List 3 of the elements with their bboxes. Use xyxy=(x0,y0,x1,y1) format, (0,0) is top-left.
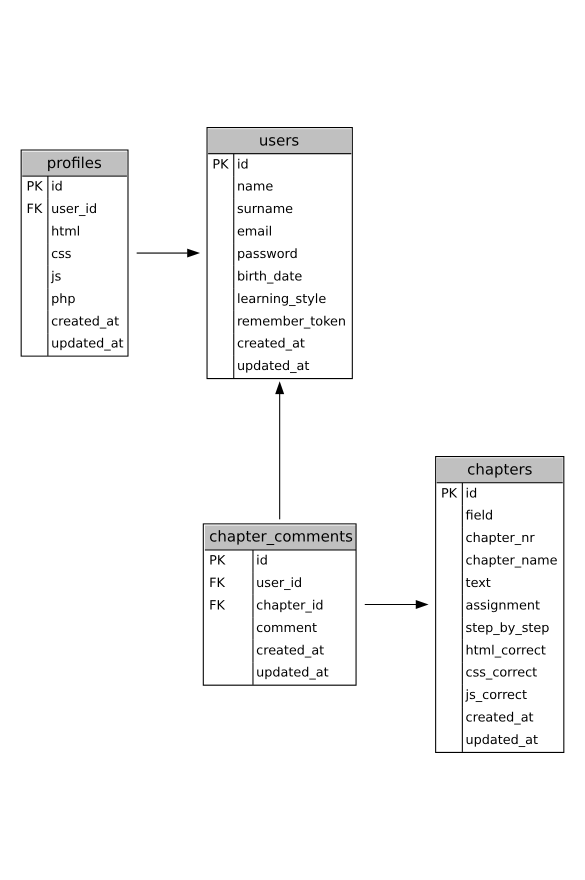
arrow xyxy=(136,248,200,258)
arrow xyxy=(275,381,284,520)
arrow xyxy=(364,600,429,609)
